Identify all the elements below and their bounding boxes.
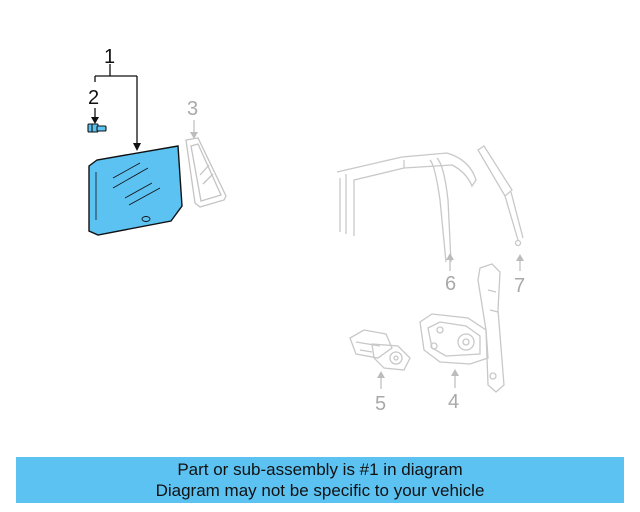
callout-7-label: 7 (514, 275, 525, 297)
info-banner: Part or sub-assembly is #1 in diagram Di… (16, 457, 624, 503)
callout-4-label: 4 (448, 391, 459, 413)
callout-4-arrowhead (451, 369, 459, 376)
window-motor-part (349, 329, 411, 371)
callout-3-label: 3 (187, 98, 198, 120)
door-glass-part (88, 145, 183, 236)
callout-7-arrowhead (516, 254, 524, 261)
window-regulator-part (419, 263, 505, 393)
parts-diagram: 1 2 3 6 (87, 46, 525, 415)
banner-line-part-info: Part or sub-assembly is #1 in diagram (177, 460, 463, 479)
callout-5-label: 5 (375, 393, 386, 415)
callout-1-label: 1 (104, 46, 115, 68)
callout-1-leader (94, 64, 138, 146)
run-channel-part (336, 152, 477, 263)
vent-glass-part (185, 137, 227, 208)
banner-line-disclaimer: Diagram may not be specific to your vehi… (155, 481, 485, 500)
callout-6-arrowhead (446, 253, 454, 260)
callout-2-label: 2 (88, 87, 99, 109)
weatherstrip-part (477, 145, 524, 247)
callout-1-arrowhead (133, 143, 141, 151)
callout-3-arrowhead (190, 132, 198, 139)
bolt-part (87, 123, 107, 133)
callout-6-label: 6 (445, 273, 456, 295)
callout-5-arrowhead (377, 371, 385, 378)
callout-2-arrowhead (91, 117, 99, 124)
